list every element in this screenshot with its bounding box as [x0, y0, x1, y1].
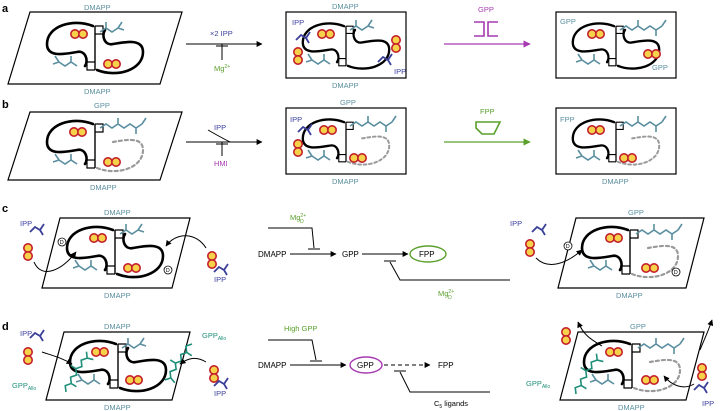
panel-b-s2-ipp-label: IPP [290, 115, 302, 124]
panel-d-pathway: DMAPP GPP FPP High GPP C5 ligands [258, 324, 490, 410]
panel-a-s3-gpp-right: GPP [652, 63, 668, 72]
panel-d-s3-allo-label: GPPAllo [526, 379, 550, 390]
panel-c-s3-bottom-label: DMAPP [616, 291, 643, 300]
panel-c-s1-bottom-label: DMAPP [104, 291, 131, 300]
panel-d-scene-3: GPP DMAPP IPP GPPAllo [526, 319, 714, 411]
panel-c-s1-ipp-left: IPP [20, 219, 32, 228]
panel-b-letter: b [2, 99, 9, 111]
panel-b-s2-bottom-label: DMAPP [332, 177, 359, 186]
panel-d-s3-ipp-label: IPP [702, 399, 714, 408]
panel-c-s1-d-left: D [60, 240, 64, 246]
panel-d-s1-top-label: DMAPP [104, 322, 131, 331]
panel-b-s3-fpp-label: FPP [560, 115, 575, 124]
panel-b-s1-bottom-label: DMAPP [90, 183, 117, 192]
panel-c-mg-bottom: Mg2+D [438, 289, 454, 301]
panel-c-s1-d-right: D [166, 268, 170, 274]
panel-d-s1-bottom-label: DMAPP [104, 403, 131, 411]
panel-b-fpp-cycle-icon: FPP [444, 107, 531, 146]
panel-b-reaction-arrow: IPP HMI [186, 123, 263, 168]
panel-d-s1-ipp-left: IPP [20, 329, 32, 338]
panel-c-s3-d-right: D [674, 270, 678, 276]
panel-a-scene-2: DMAPP DMAPP IPP IPP [285, 2, 407, 90]
panel-a-arrow-label: ×2 IPP [210, 29, 233, 38]
panel-a-reaction-arrow: ×2 IPP Mg2+ [186, 29, 263, 73]
panel-d-gpp: GPP [357, 361, 374, 370]
panel-d-s3-top-label: GPP [630, 322, 646, 331]
panel-b-s1-top-label: GPP [94, 101, 110, 110]
panel-c-fpp-ellipse [409, 245, 447, 263]
panel-a-scene-1: DMAPP DMAPP [7, 3, 183, 96]
panel-a-gpp-cycle-icon: GPP [444, 5, 531, 48]
panel-d-s1-allo-right: GPPAllo [202, 331, 226, 342]
panel-c-s3-top-label: GPP [628, 208, 644, 217]
panel-d-high-gpp: High GPP [284, 324, 317, 333]
panel-d-s3-bottom-label: DMAPP [618, 403, 645, 411]
panel-c-s1-top-label: DMAPP [104, 208, 131, 217]
panel-c-dmapp: DMAPP [258, 250, 286, 259]
panel-b-inhibitor: HMI [214, 159, 228, 168]
panel-a-s2-ipp-left: IPP [292, 18, 304, 27]
panel-d-s1-ipp-right: IPP [214, 389, 226, 398]
panel-d-fpp: FPP [438, 361, 454, 370]
panel-b-s3-bottom-label: DMAPP [602, 177, 629, 186]
panel-a-s2-bottom-label: DMAPP [332, 81, 359, 90]
panel-a-s1-top-label: DMAPP [84, 3, 111, 12]
panel-b-scene-2: GPP DMAPP IPP [285, 98, 407, 186]
panel-d-s1-allo-left: GPPAllo [12, 381, 36, 392]
panel-a-inhibitor: Mg2+ [214, 64, 230, 73]
panel-a-s1-bottom-label: DMAPP [84, 87, 111, 96]
panel-a-s2-top-label: DMAPP [332, 2, 359, 11]
panel-d-c5-ligands: C5 ligands [434, 399, 468, 410]
panel-c-scene-1: D D DMAPP DMAPP IPP IPP [20, 208, 229, 300]
panel-d-gpp-ellipse [349, 356, 383, 374]
panel-b-scene-3: FPP DMAPP [555, 107, 677, 186]
panel-c-mg-top: Mg2+D [290, 213, 306, 225]
panel-a-s2-ipp-right: IPP [394, 67, 406, 76]
panel-a-letter: a [2, 3, 9, 15]
panel-b-scene-1: GPP DMAPP [7, 101, 183, 192]
panel-a-cycle-label: GPP [478, 5, 494, 14]
panel-c-letter: c [2, 203, 8, 215]
panel-c-s1-ipp-right: IPP [214, 275, 226, 284]
panel-d-letter: d [2, 321, 9, 333]
panel-a-s3-gpp-left: GPP [560, 17, 576, 26]
panel-c-scene-3: D D GPP DMAPP IPP [510, 208, 705, 300]
panel-c-fpp: FPP [419, 250, 435, 259]
panel-b-arrow-label: IPP [214, 123, 226, 132]
panel-d-scene-1: DMAPP DMAPP IPP IPP GPPAllo GPPAllo [12, 322, 229, 411]
panel-b-cycle-label: FPP [480, 107, 495, 116]
panel-d-dmapp: DMAPP [258, 361, 286, 370]
panel-b-s2-top-label: GPP [340, 98, 356, 107]
panel-a-scene-3: GPP GPP [555, 11, 677, 79]
panel-c-gpp: GPP [342, 250, 359, 259]
panel-c-pathway: DMAPP GPP FPP Mg2+D Mg2+D [258, 213, 510, 301]
panel-c-s3-d-left: D [566, 244, 570, 250]
panel-c-s3-ipp-label: IPP [510, 219, 522, 228]
